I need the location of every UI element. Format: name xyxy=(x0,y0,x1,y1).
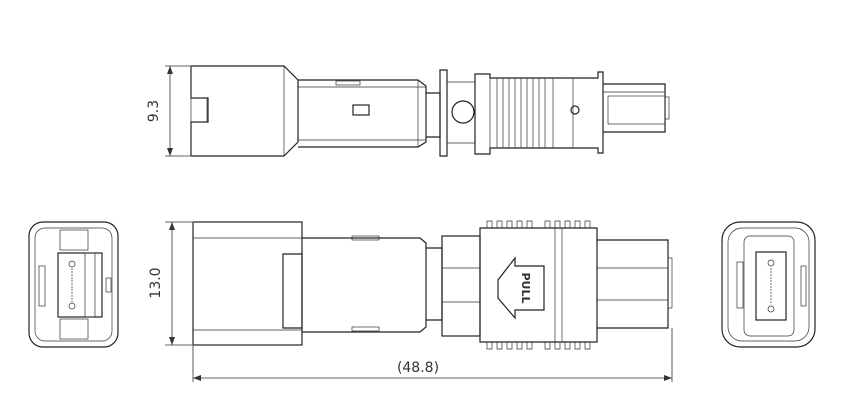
top-view: 9.3 xyxy=(146,65,670,157)
left-end-view xyxy=(28,221,119,348)
pull-arrow-icon xyxy=(497,256,545,320)
dimension-48-8: (48.8) xyxy=(192,328,673,382)
dimension-13-0: 13.0 xyxy=(148,221,192,346)
side-view: 13.0 PULL (48.8) xyxy=(148,220,673,382)
pull-label: PULL xyxy=(519,272,532,303)
dimension-label-height-top: 9.3 xyxy=(146,100,162,122)
dimension-label-length: (48.8) xyxy=(397,360,439,376)
dimension-9-3: 9.3 xyxy=(146,65,190,157)
right-end-view xyxy=(721,221,816,348)
dimension-label-height-side: 13.0 xyxy=(148,267,164,298)
